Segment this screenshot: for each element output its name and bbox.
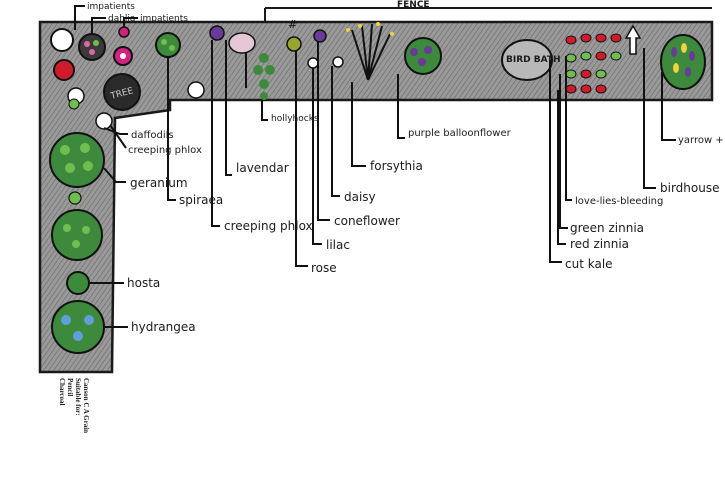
small-bulb <box>118 26 130 38</box>
geranium-plant <box>49 132 105 188</box>
hosta-plant <box>66 271 90 295</box>
label-coneflower: coneflower <box>334 214 400 228</box>
dahlia-plant <box>78 33 106 61</box>
zinnia-bed <box>565 33 622 94</box>
paper-mark-line2: Suitable for: <box>74 378 82 416</box>
birdhouse-icon <box>624 24 642 55</box>
daffodil-bulb <box>95 112 113 130</box>
geranium-plant-2 <box>51 209 103 261</box>
creeping-phlox-plant <box>209 25 225 41</box>
label-hollyhocks: hollyhocks <box>271 114 319 124</box>
lavender-plant <box>228 32 256 54</box>
forsythia-plant <box>346 22 394 81</box>
label-red-zinnia: red zinnia <box>570 237 629 251</box>
rose-plant <box>286 36 302 52</box>
top-row-plants: # BIRD BATH <box>155 18 706 100</box>
label-impatients-top: impatients <box>87 2 135 12</box>
label-yarrow-salvia: yarrow + Salvia <box>678 135 725 146</box>
label-daffodils: daffodils <box>131 130 174 141</box>
label-geranium: geranium <box>130 176 188 190</box>
label-hosta: hosta <box>127 276 160 290</box>
label-birdhouse: birdhouse <box>660 181 719 195</box>
hollyhocks-plant <box>253 53 275 100</box>
plant-labels: impatients dahlia impatients daffodils c… <box>87 2 725 334</box>
daisy-plant <box>332 56 344 68</box>
label-purple-balloonflower: purple balloonflower <box>408 128 512 139</box>
yarrow-salvia-plant <box>660 34 706 90</box>
white-flower <box>50 28 74 52</box>
small-green-bud <box>68 191 82 205</box>
label-impatients: impatients <box>140 14 188 24</box>
label-creeping-phlox: creeping phlox <box>224 219 313 233</box>
left-column-plants: TREE <box>49 26 205 354</box>
label-lilac: lilac <box>326 238 350 252</box>
paper-mark-line4: Charcoal <box>58 378 66 406</box>
hydrangea-plant <box>51 300 105 354</box>
label-dahlia: dahlia <box>108 14 135 24</box>
red-flower <box>53 59 75 81</box>
white-bulb-2 <box>187 81 205 99</box>
label-hydrangea: hydrangea <box>131 320 196 334</box>
label-lavendar: lavendar <box>236 161 289 175</box>
leader-lines <box>74 5 676 328</box>
label-spiraea: spiraea <box>179 193 223 207</box>
birdbath-label: BIRD BATH <box>506 55 561 65</box>
spiraea-plant <box>155 32 181 58</box>
rose-marker: # <box>288 18 297 31</box>
label-rose: rose <box>311 261 337 275</box>
label-forsythia: forsythia <box>370 159 423 173</box>
fence-label: FENCE <box>397 0 430 10</box>
paper-mark-line3: Pencil <box>66 378 74 396</box>
label-cut-kale: cut kale <box>565 257 613 271</box>
paper-brand-mark: Canson C A Grain Suitable for: Pencil Ch… <box>58 378 90 433</box>
label-creeping-phlox-left: creeping phlox <box>128 145 202 156</box>
paper-mark-line1: Canson C A Grain <box>82 378 90 433</box>
lilac-plant <box>313 29 327 43</box>
coneflower-plant <box>307 57 319 69</box>
birdbath <box>501 39 553 81</box>
balloonflower-plant <box>404 37 442 75</box>
tree <box>103 73 141 111</box>
label-green-zinnia: green zinnia <box>570 221 644 235</box>
label-love-lies-bleeding: love-lies-bleeding <box>575 196 663 207</box>
label-daisy: daisy <box>344 190 376 204</box>
